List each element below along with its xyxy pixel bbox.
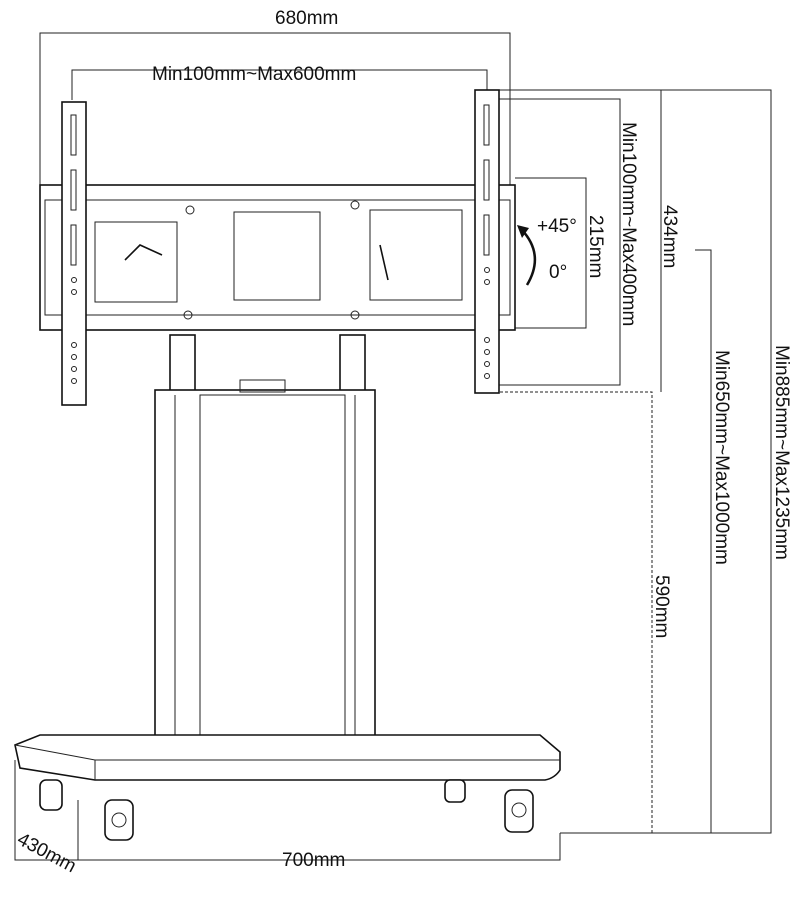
base-depth-label: 430mm: [14, 829, 80, 877]
column: [154, 334, 376, 751]
dimension-lines: [14, 32, 772, 861]
base: [14, 734, 561, 781]
tilt-arrowhead-icon: [517, 225, 529, 238]
bottom-height-label: 590mm: [651, 575, 672, 638]
casters: [39, 779, 534, 841]
base-width-label: 700mm: [282, 850, 345, 871]
tilt-zero-label: 0°: [549, 262, 567, 283]
tilt-up-label: +45°: [537, 216, 577, 237]
vesa-vertical-label: Min100mm~Max400mm: [618, 122, 639, 326]
bracket-height-label: 434mm: [659, 205, 680, 268]
vesa-horizontal-label: Min100mm~Max600mm: [152, 64, 356, 85]
center-height-label: Min650mm~Max1000mm: [711, 350, 732, 565]
vertical-rails: [61, 89, 500, 406]
mount-plate: [39, 184, 516, 331]
overall-height-label: Min885mm~Max1235mm: [771, 345, 792, 560]
overall-width-label: 680mm: [275, 8, 338, 29]
tilt-depth-label: 215mm: [585, 215, 606, 278]
tilt-arrow-icon: [521, 229, 537, 286]
